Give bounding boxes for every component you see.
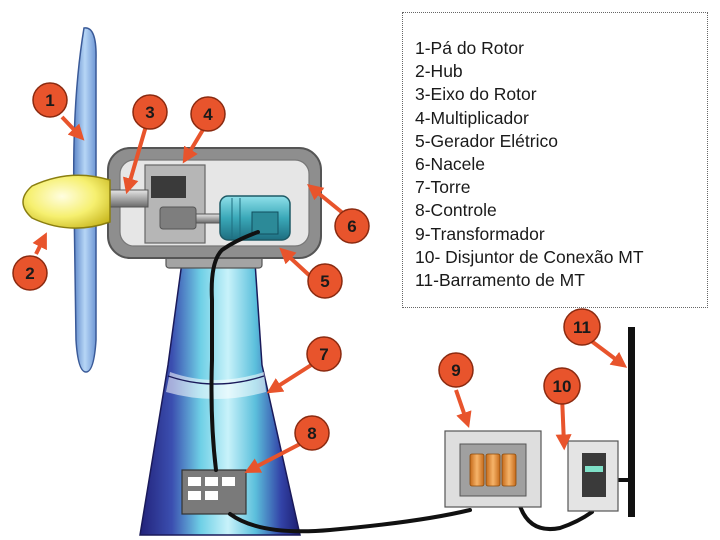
generator bbox=[219, 195, 291, 241]
hub bbox=[22, 174, 111, 229]
transformer bbox=[444, 430, 542, 508]
svg-text:5: 5 bbox=[320, 272, 329, 291]
svg-text:6: 6 bbox=[347, 217, 356, 236]
callout-arrows bbox=[32, 115, 628, 473]
callout-badges: 1 2 3 4 5 6 7 8 9 10 11 bbox=[12, 82, 601, 451]
svg-text:7: 7 bbox=[319, 345, 328, 364]
mv-breaker bbox=[567, 440, 619, 512]
cable-generator-to-control bbox=[209, 230, 260, 472]
callout-badge-5: 5 bbox=[307, 263, 343, 299]
callout-badge-7: 7 bbox=[306, 336, 342, 372]
control-cabinet bbox=[181, 469, 247, 515]
legend-item-nacelle: 6-Nacele bbox=[415, 154, 486, 175]
legend-item-mv-breaker: 10- Disjuntor de Conexão MT bbox=[415, 246, 644, 267]
svg-text:2: 2 bbox=[25, 264, 34, 283]
callout-badge-1: 1 bbox=[32, 82, 68, 118]
callout-badge-8: 8 bbox=[294, 415, 330, 451]
callout-badge-11: 11 bbox=[563, 308, 601, 346]
svg-text:1: 1 bbox=[45, 91, 54, 110]
callout-badge-3: 3 bbox=[132, 94, 168, 130]
svg-text:9: 9 bbox=[451, 361, 460, 380]
legend-item-transformer: 9-Transformador bbox=[415, 223, 545, 244]
callout-badge-4: 4 bbox=[190, 96, 226, 132]
legend-item-rotor-blade: 1-Pá do Rotor bbox=[415, 38, 524, 58]
cable-control-to-transformer bbox=[228, 508, 472, 534]
callout-badge-6: 6 bbox=[334, 208, 370, 244]
legend-item-gearbox: 4-Multiplicador bbox=[415, 107, 529, 128]
callout-badge-2: 2 bbox=[12, 255, 48, 291]
svg-text:8: 8 bbox=[307, 424, 316, 443]
svg-text:3: 3 bbox=[145, 103, 154, 122]
callout-badge-9: 9 bbox=[438, 352, 474, 388]
cable-transformer-to-breaker bbox=[518, 504, 594, 531]
callout-badge-10: 10 bbox=[543, 367, 581, 405]
mv-busbar bbox=[628, 327, 635, 517]
svg-text:4: 4 bbox=[203, 105, 213, 124]
gearbox bbox=[144, 164, 206, 244]
svg-text:10: 10 bbox=[553, 377, 572, 396]
legend-item-mv-busbar: 11-Barramento de MT bbox=[415, 270, 585, 291]
legend-box: 1-Pá do Rotor 2-Hub 3-Eixo do Rotor 4-Mu… bbox=[402, 12, 708, 308]
legend-item-tower: 7-Torre bbox=[415, 177, 471, 198]
legend-item-rotor-shaft: 3-Eixo do Rotor bbox=[415, 84, 537, 105]
legend-item-hub: 2-Hub bbox=[415, 61, 463, 82]
legend-item-control: 8-Controle bbox=[415, 200, 497, 221]
svg-text:11: 11 bbox=[573, 318, 591, 337]
legend-item-generator: 5-Gerador Elétrico bbox=[415, 130, 558, 151]
